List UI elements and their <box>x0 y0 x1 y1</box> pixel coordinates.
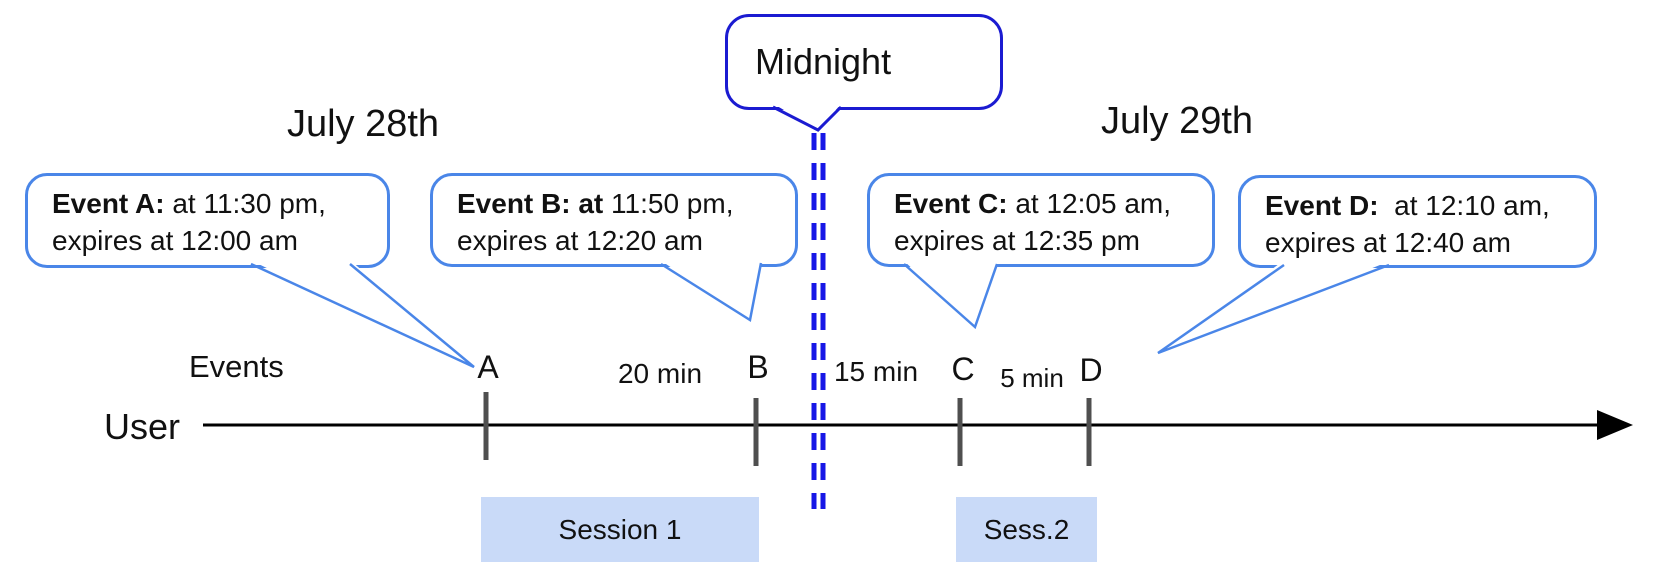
session-1-label: Session 1 <box>558 513 682 545</box>
event-b-callout-line1: Event B: at 11:50 pm, <box>457 185 785 222</box>
date-label-july-28: July 28th <box>286 103 440 145</box>
midnight-callout-tail-edge <box>772 105 843 132</box>
event-a-callout-line2: expires at 12:00 am <box>52 225 298 256</box>
event-d-callout-time: at 12:10 am, <box>1378 190 1550 221</box>
event-c-callout: Event C: at 12:05 am, expires at 12:35 p… <box>867 173 1215 267</box>
event-b-marker-label: B <box>747 349 769 385</box>
midnight-callout: Midnight <box>725 14 1003 110</box>
event-d-callout-tail <box>1158 261 1390 353</box>
events-axis-label: Events <box>189 349 284 384</box>
date-label-july-29: July 29th <box>1100 100 1254 142</box>
event-d-callout-bold: Event D: <box>1265 190 1379 221</box>
event-d-callout-line2: expires at 12:40 am <box>1265 227 1511 258</box>
event-b-callout-line2: expires at 12:20 am <box>457 225 703 256</box>
user-axis-label: User <box>104 406 181 447</box>
event-a-callout-tail-edge <box>250 262 475 369</box>
timeline-arrowhead-icon <box>1597 410 1633 440</box>
event-c-callout-tail-edge <box>903 263 999 330</box>
interval-b-c-label: 15 min <box>833 356 919 387</box>
session-2-box: Sess.2 <box>956 497 1097 562</box>
session-2-label: Sess.2 <box>983 513 1070 545</box>
interval-c-d-label: 5 min <box>1000 363 1064 393</box>
event-c-callout-bold: Event C: <box>894 188 1008 219</box>
event-d-callout: Event D: at 12:10 am, expires at 12:40 a… <box>1238 175 1597 268</box>
event-d-callout-tail-edge <box>1157 263 1390 355</box>
event-c-callout-line2: expires at 12:35 pm <box>894 225 1140 256</box>
event-c-callout-line1: Event C: at 12:05 am, <box>894 185 1202 222</box>
interval-a-b-label: 20 min <box>617 358 703 389</box>
session-1-box: Session 1 <box>481 497 759 562</box>
midnight-label: Midnight <box>755 41 892 82</box>
event-b-callout-tail <box>660 260 762 320</box>
event-b-callout-tail-edge <box>660 262 763 323</box>
event-c-marker-label: C <box>951 351 975 387</box>
event-b-callout: Event B: at 11:50 pm, expires at 12:20 a… <box>430 173 798 267</box>
event-b-callout-time: 11:50 pm, <box>603 188 734 219</box>
event-b-callout-bold: Event B: at <box>457 188 604 219</box>
event-d-callout-line1: Event D: at 12:10 am, <box>1265 187 1584 224</box>
event-a-callout: Event A: at 11:30 pm, expires at 12:00 a… <box>25 173 390 268</box>
event-d-marker-label: D <box>1079 352 1103 388</box>
event-c-callout-time: at 12:05 am, <box>1007 188 1172 219</box>
event-a-marker-label: A <box>477 349 499 385</box>
event-c-callout-tail <box>903 260 998 327</box>
event-a-callout-bold: Event A: <box>52 188 165 219</box>
event-a-callout-line1: Event A: at 11:30 pm, <box>52 185 377 222</box>
event-a-callout-time: at 11:30 pm, <box>164 188 326 219</box>
